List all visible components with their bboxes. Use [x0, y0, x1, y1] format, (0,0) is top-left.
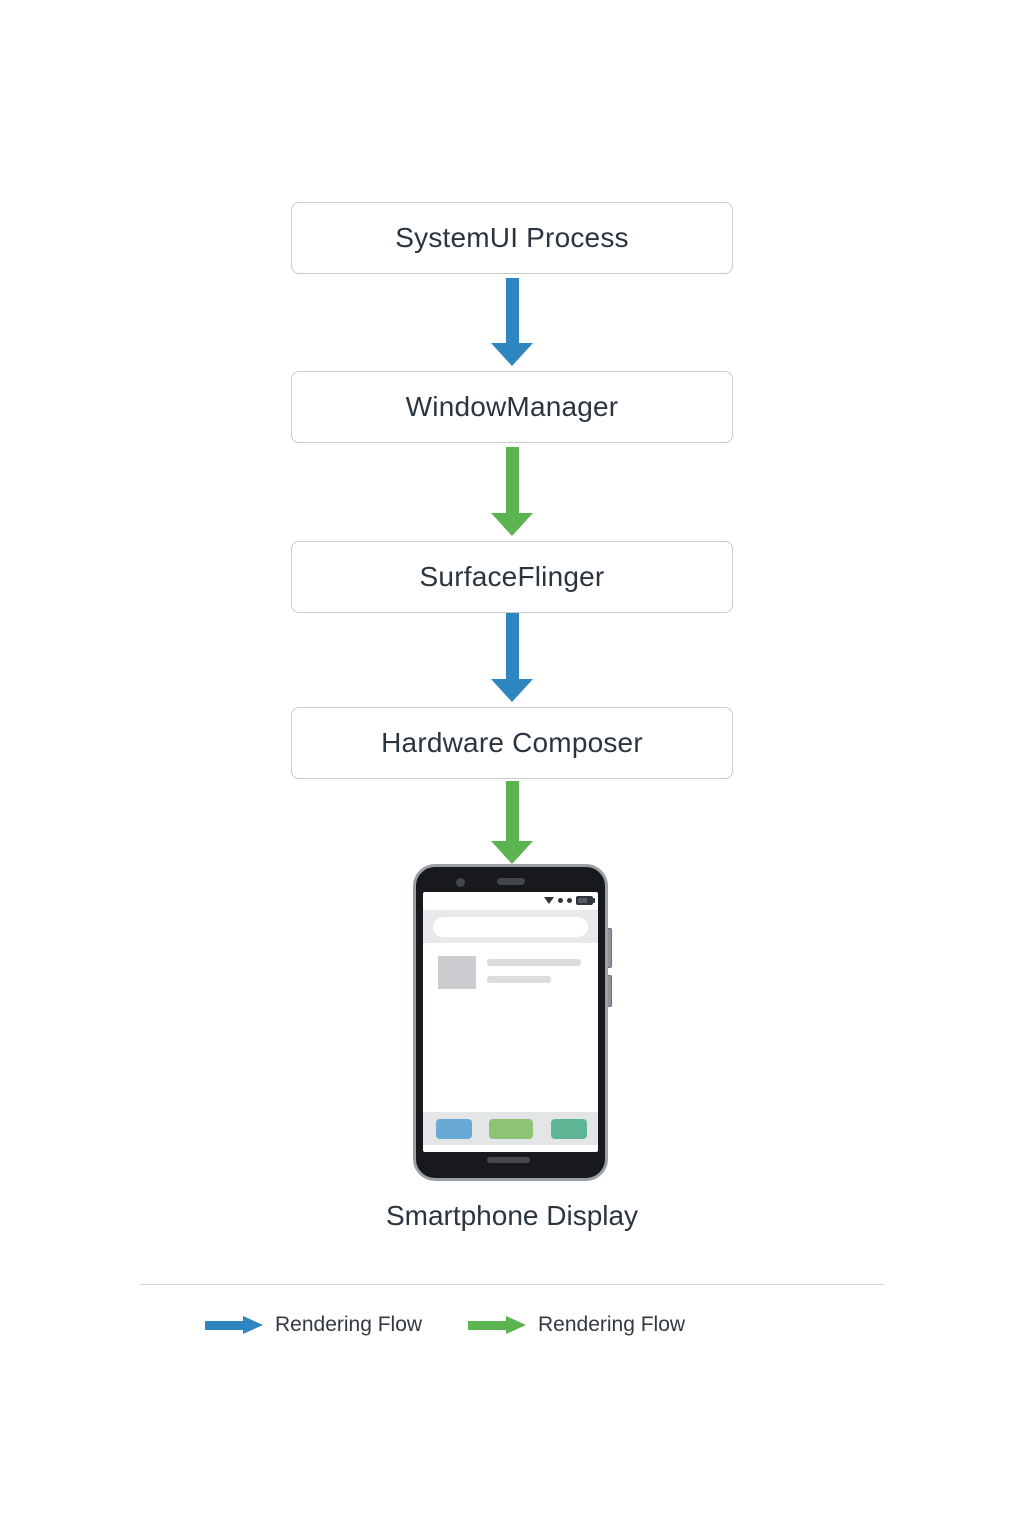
- node-label: SystemUI Process: [395, 222, 629, 253]
- node-windowmanager: WindowManager: [291, 371, 733, 443]
- network-signal-icon: [544, 896, 554, 904]
- app-header-band: [423, 910, 598, 943]
- search-bar-placeholder: [433, 917, 588, 937]
- content-text-line: [487, 976, 551, 983]
- arrow-head-icon: [491, 513, 533, 536]
- legend-arrow-blue-icon: [205, 1316, 263, 1334]
- arrow-shaft: [205, 1320, 243, 1330]
- content-thumbnail-placeholder: [438, 956, 476, 989]
- smartphone-illustration: [413, 864, 608, 1181]
- legend-divider: [140, 1284, 884, 1285]
- arrow-shaft: [505, 613, 519, 679]
- flow-arrow-down-blue-1: [490, 278, 534, 366]
- phone-screen: [423, 892, 598, 1152]
- legend-label: Rendering Flow: [275, 1313, 423, 1336]
- arrow-shaft: [505, 447, 519, 513]
- arrow-head-icon: [491, 343, 533, 366]
- toolbar-chip-teal: [551, 1119, 587, 1139]
- flow-arrow-down-blue-2: [490, 613, 534, 702]
- front-camera-icon: [456, 878, 465, 887]
- arrow-shaft: [468, 1320, 506, 1330]
- toolbar-chip-blue: [436, 1119, 472, 1139]
- legend-item-green: Rendering Flow: [468, 1307, 685, 1343]
- earpiece-speaker-icon: [497, 878, 525, 885]
- node-label: SurfaceFlinger: [419, 561, 605, 592]
- status-bar-icons: [544, 895, 595, 905]
- bottom-toolbar-band: [423, 1112, 598, 1145]
- arrow-head-icon: [491, 679, 533, 702]
- toolbar-chip-green: [489, 1119, 533, 1139]
- node-hardware-composer: Hardware Composer: [291, 707, 733, 779]
- status-dot-icon: [567, 897, 572, 903]
- node-label: WindowManager: [405, 391, 619, 422]
- content-text-line: [487, 959, 581, 966]
- arrow-head-icon: [506, 1316, 526, 1334]
- battery-icon: [576, 895, 595, 905]
- home-indicator: [487, 1157, 530, 1163]
- arrow-head-icon: [243, 1316, 263, 1334]
- node-surfaceflinger: SurfaceFlinger: [291, 541, 733, 613]
- legend-item-blue: Rendering Flow: [205, 1307, 422, 1343]
- node-systemui-process: SystemUI Process: [291, 202, 733, 274]
- legend-arrow-green-icon: [468, 1316, 526, 1334]
- node-label: Hardware Composer: [381, 727, 643, 758]
- flow-arrow-down-green-1: [490, 447, 534, 536]
- arrow-shaft: [505, 278, 519, 343]
- flow-arrow-down-green-2: [490, 781, 534, 864]
- arrow-head-icon: [491, 841, 533, 864]
- arrow-shaft: [505, 781, 519, 841]
- device-caption: Smartphone Display: [385, 1200, 639, 1231]
- legend-label: Rendering Flow: [538, 1313, 686, 1336]
- status-dot-icon: [558, 897, 563, 903]
